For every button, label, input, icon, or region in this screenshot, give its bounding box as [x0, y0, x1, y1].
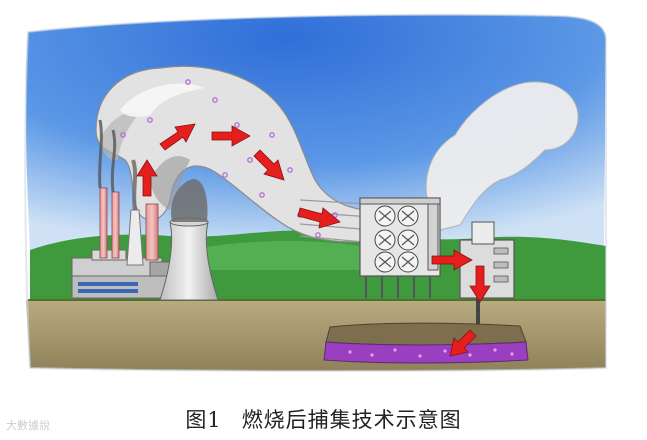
watermark-logo: 大數據說: [6, 417, 50, 433]
co2-particles: [120, 79, 338, 238]
figure-title: 燃烧后捕集技术示意图: [241, 408, 462, 432]
painting-edge: [24, 13, 607, 372]
clean-exhaust-plume: [425, 81, 579, 231]
flow-arrow-icon: [136, 123, 491, 357]
hills-highlight: [200, 241, 360, 270]
flue-gas-plume: [95, 65, 386, 245]
cooling-tower-icon: [159, 179, 219, 301]
chimney-icon: [98, 119, 159, 266]
watermark-text: 大數據說: [6, 419, 50, 432]
co2-storage-layer: [323, 322, 529, 364]
figure-label: 图1: [185, 408, 222, 432]
figure-caption: 图1 燃烧后捕集技术示意图: [0, 404, 647, 434]
capture-unit: [359, 197, 441, 298]
